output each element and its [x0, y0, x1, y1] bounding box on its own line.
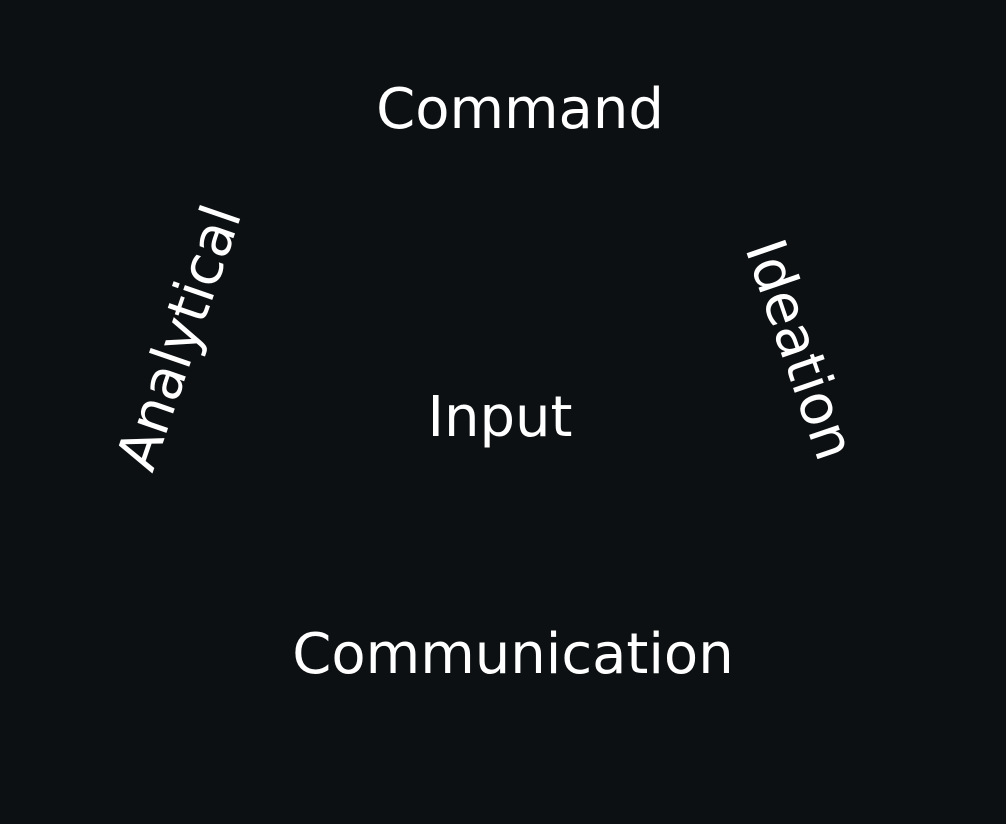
label-ideation: Ideation — [731, 231, 868, 469]
label-communication: Communication — [292, 622, 734, 687]
label-analytical: Analytical — [104, 197, 256, 479]
label-input: Input — [427, 385, 573, 450]
label-command: Command — [376, 77, 664, 142]
